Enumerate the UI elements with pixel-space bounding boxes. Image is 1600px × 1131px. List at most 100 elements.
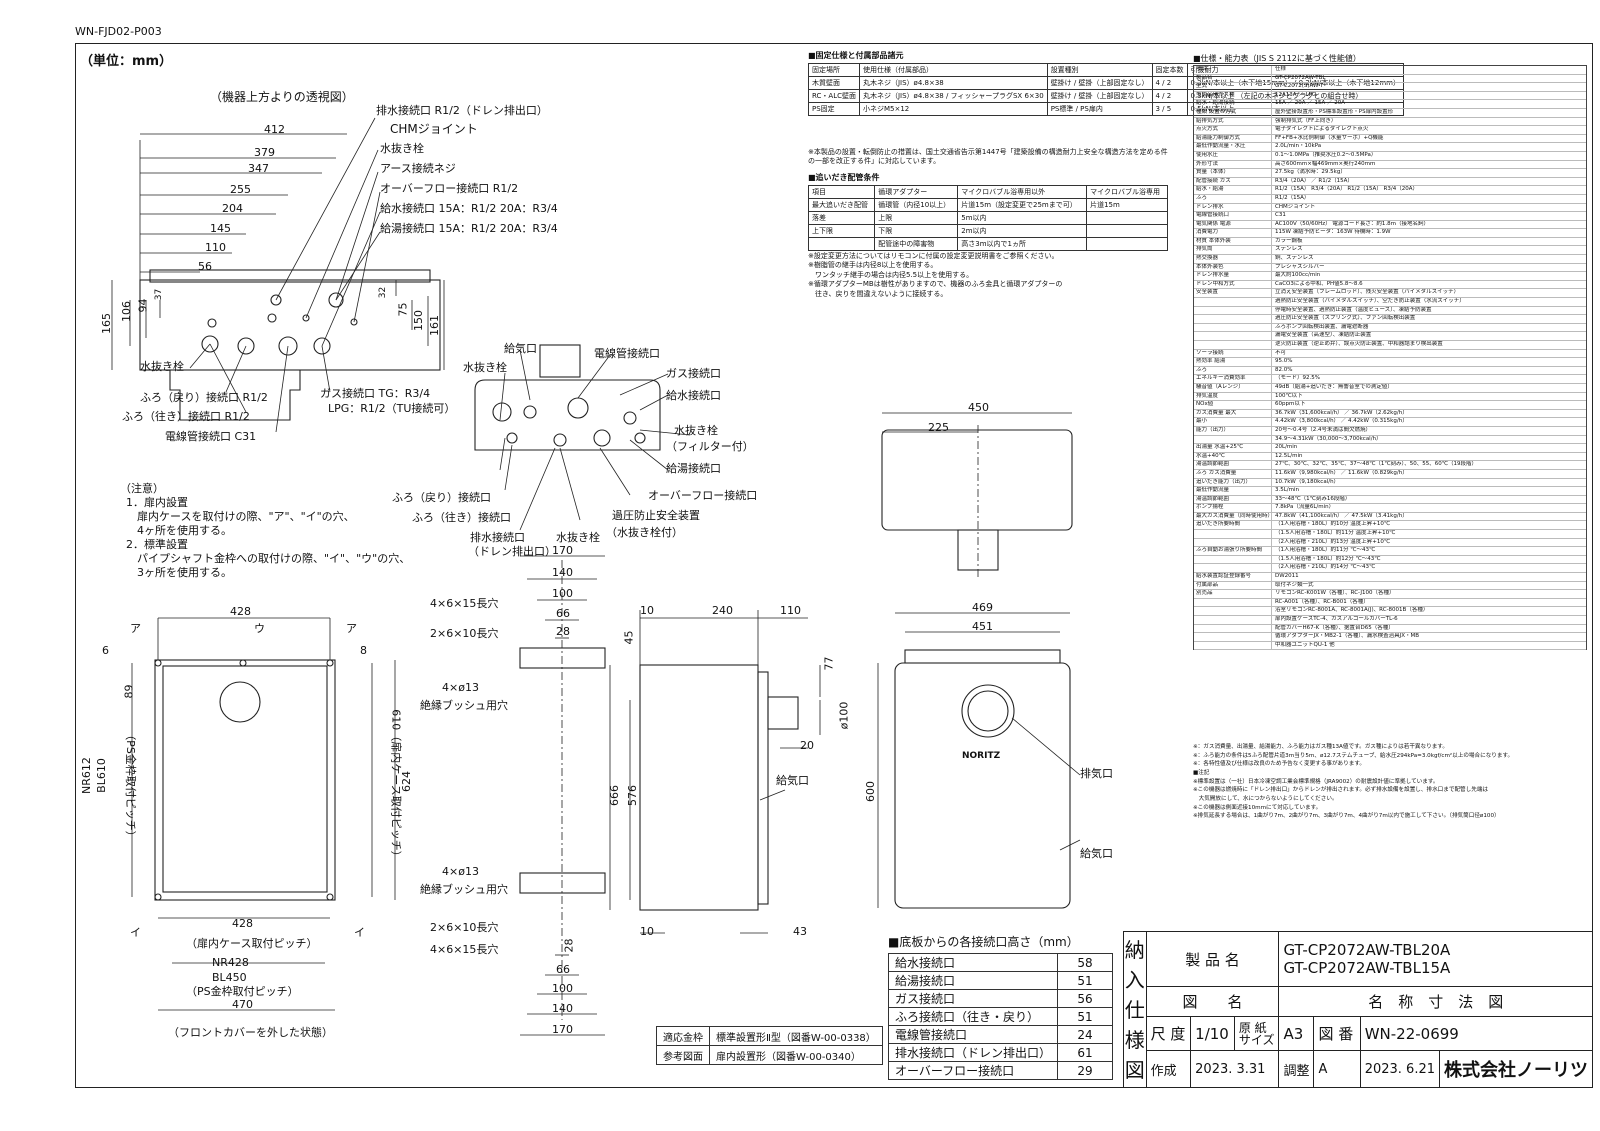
br-bushing-top: 絶縁ブッシュ用穴 xyxy=(420,699,508,712)
side-char: 図 xyxy=(1124,1057,1145,1082)
spec-row: 熱交換器銅、ステンレス xyxy=(1194,255,1586,264)
std-value: 扉内設置形（図番W-00-0340） xyxy=(709,1045,883,1065)
spec-key: 給水装置認証登録番号 xyxy=(1194,573,1272,581)
spec-footnote: 大気開放にして、水につからないようにしてください。 xyxy=(1193,795,1338,802)
spec-value: 仕様 xyxy=(1275,66,1287,72)
piping-note: ワンタッチ継手の場合は内径5.5以上を使用する。 xyxy=(808,270,974,279)
spec-row: （1.5人用浴槽・180L）約11分 温度上昇+10℃ xyxy=(1194,530,1586,539)
callout-earth: アース接続ネジ xyxy=(380,162,456,175)
spec-value: 取付ネジ類一式 xyxy=(1275,581,1314,588)
spec-key xyxy=(1194,315,1272,323)
br-dim-140-bottom: 140 xyxy=(552,1002,573,1015)
spec-key: 別売品 xyxy=(1194,590,1272,598)
spec-value: 100℃以下 xyxy=(1275,392,1303,399)
dim-255: 255 xyxy=(230,183,251,196)
sv-dim-110: 110 xyxy=(780,604,801,617)
piping-cell: 最大追いだき配管 xyxy=(807,198,876,212)
spec-value: 12.5L/min xyxy=(1275,452,1303,459)
spec-value: 扉内設置ケースTC-4、ガスアルコールカバーTL-6 xyxy=(1275,616,1398,622)
callout-water-supply: 給水接続口 15A：R1/2 20A：R3/4 xyxy=(380,202,558,215)
spec-row: 外形寸法高さ600mm×幅469mm×奥行240mm xyxy=(1194,160,1586,170)
spec-key: ドレン排水 xyxy=(1194,203,1272,212)
spec-row: ソーラ接続不可 xyxy=(1194,349,1586,359)
dim-204: 204 xyxy=(222,202,243,215)
spec-key: 出湯量 水温+25℃ xyxy=(1194,444,1272,452)
callout-hot-water: 給湯接続口 15A：R1/2 20A：R3/4 xyxy=(380,222,558,235)
spec-row: 排気筒ステンレス xyxy=(1194,246,1586,256)
spec-key xyxy=(1194,598,1272,607)
spec-row: 別売品リモコンRC-K001W（各種）、RC-J100（各種） xyxy=(1194,590,1586,599)
tp-dim-450: 450 xyxy=(968,401,989,414)
install-table-title: ■固定仕様と付属部品諸元 xyxy=(808,51,904,60)
spec-key: 消費電力 xyxy=(1194,229,1272,237)
piping-cell: 上下限 xyxy=(807,224,876,238)
spec-key: 外形寸法 xyxy=(1194,160,1272,169)
spec-row: 過圧防止安全装置（スプリング式）、ファン回転検出装置 xyxy=(1194,315,1586,324)
created-label: 作成 xyxy=(1145,1050,1192,1088)
spec-key: 安全装置 xyxy=(1194,289,1272,298)
bk-cover-removed: （フロントカバーを外した状態） xyxy=(168,1026,333,1039)
spec-key: ドレン排水量 xyxy=(1194,272,1272,280)
bk-dim-428-bottom: 428 xyxy=(232,917,253,930)
piping-header: 循環アダプター xyxy=(874,185,959,199)
install-note: ※本製品の設置・転倒防止の措置は、国土交通省告示第1447号「建築設備の構造耐力… xyxy=(808,148,1168,166)
spec-row: 34.9～4.31kW（30,000～3,700kcal/h） xyxy=(1194,435,1586,445)
bv-hot-water: 給湯接続口 xyxy=(666,462,721,475)
spec-value: 過熱防止安全装置（バイメタルスイッチ）、空だき防止装置（水流スイッチ） xyxy=(1275,298,1465,305)
br-slot-4x6x15-bottom: 4×6×15長穴 xyxy=(430,943,499,956)
spec-footnote: ※排気延長する場合は、1曲がり7m、2曲がり7m、3曲がり7m、4曲がり7m以内… xyxy=(1193,813,1500,820)
note-line: パイプシャフト金枠への取付けの際、"イ"、"ウ"の穴、 xyxy=(126,552,411,565)
spec-value: 20号～0.4号（2.4号未満は間欠燃焼） xyxy=(1275,426,1371,433)
br-hole-bottom: 4×ø13 xyxy=(442,865,479,878)
check-mark: A xyxy=(1313,1050,1361,1088)
br-hole-top: 4×ø13 xyxy=(442,681,479,694)
mark-i-right: イ xyxy=(354,926,365,939)
bv-conduit: 電線管接続口 xyxy=(594,347,660,360)
br-dim-66-bottom: 66 xyxy=(556,963,570,976)
spec-value: 浴室リモコンRC-8001A、RC-8001A(J)、RC-8001B（各種） xyxy=(1275,607,1429,614)
br-dim-170-top: 170 xyxy=(552,544,573,557)
conn-name: 給水接続口 xyxy=(887,953,1059,972)
side-char: 仕 xyxy=(1124,997,1145,1022)
piping-table-title: ■追いだき配管条件 xyxy=(808,173,880,182)
spec-value: 最大約100cc/min xyxy=(1275,272,1321,279)
spec-key: 騒音値（Aレンジ） xyxy=(1194,383,1272,392)
br-dim-100-bottom: 100 xyxy=(552,982,573,995)
piping-cell: 上限 xyxy=(874,211,959,225)
spec-row: ふろ自動お湯張り所要時間（1人用浴槽・180L）約11分 ℃～43℃ xyxy=(1194,547,1586,556)
piping-cell xyxy=(1086,237,1168,251)
spec-key: 給水・給湯 xyxy=(1194,186,1272,194)
spec-key xyxy=(1194,530,1272,538)
spec-value: 95.0% xyxy=(1275,358,1293,365)
spec-key: 電線管接続口 xyxy=(1194,212,1272,220)
sv-dim-666: 666 xyxy=(608,785,621,806)
fv-air-intake: 給気口 xyxy=(1080,847,1113,860)
spec-footnote: ※：各特性値及び仕様は改良のため予告なく変更する事があります。 xyxy=(1193,761,1365,768)
dim-94: 94 xyxy=(136,298,150,313)
spec-value: 33～48℃（1℃刻み16段階） xyxy=(1275,495,1351,502)
spec-value: 銅、ステンレス xyxy=(1275,255,1314,262)
label-bath-return: ふろ（戻り）接続口 R1/2 xyxy=(140,391,268,404)
spec-value: 高さ600mm×幅469mm×奥行240mm xyxy=(1275,160,1376,167)
conn-heights-title: ■底板からの各接続口高さ（mm） xyxy=(888,935,1079,949)
install-cell: 丸木ネジ（JIS）ø4.8×38 xyxy=(858,76,1048,90)
fv-exhaust: 排気口 xyxy=(1080,767,1113,780)
spec-key: 湯温調節範囲 xyxy=(1194,461,1272,469)
spec-value: 0.1～1.0MPa（推奨水圧0.2～0.5MPa） xyxy=(1275,151,1377,158)
callout-chm: CHMジョイント xyxy=(390,122,478,136)
spec-key: 最低作動流量・水圧 xyxy=(1194,143,1272,151)
product-label: 製 品 名 xyxy=(1145,930,1280,988)
piping-header: 項目 xyxy=(807,185,876,199)
spec-footnote: ※この機器は燃焼時に「ドレン排出口」からドレンが排出されます。必ず排水設備を設置… xyxy=(1193,787,1489,794)
spec-row: ドレン排水量最大約100cc/min xyxy=(1194,272,1586,281)
bk-dim-8: 8 xyxy=(360,644,367,657)
